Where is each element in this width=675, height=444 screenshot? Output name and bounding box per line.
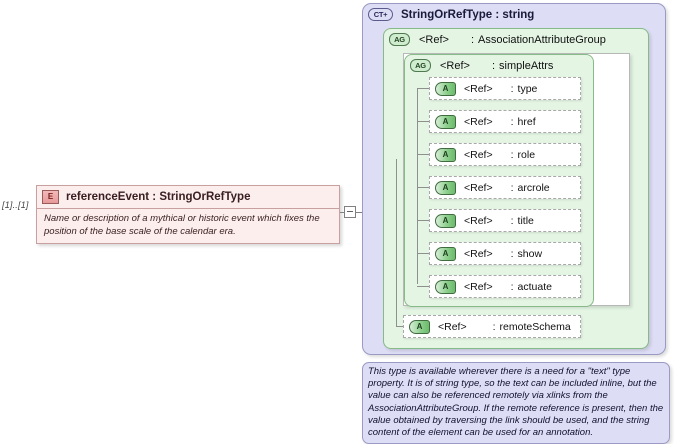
tree-branch-line — [417, 253, 429, 254]
attributegroup-ref-label: <Ref> — [440, 59, 470, 72]
attribute-separator: : — [510, 181, 514, 194]
attribute-name-href: href — [517, 115, 536, 128]
attribute-icon: A — [435, 180, 456, 195]
attribute-row-arcrole[interactable]: A <Ref> : arcrole — [429, 176, 581, 199]
tree-branch-line — [417, 88, 429, 89]
attribute-ref-label: <Ref> — [464, 247, 493, 260]
tree-branch-line — [417, 154, 429, 155]
attributegroup-header-simpleattrs: AG <Ref> : simpleAttrs — [410, 59, 553, 72]
attribute-name-role: role — [517, 148, 536, 161]
attribute-ref-label: <Ref> — [464, 181, 493, 194]
element-title: referenceEvent : StringOrRefType — [66, 191, 251, 203]
attribute-separator: : — [492, 320, 496, 333]
attribute-icon: A — [435, 213, 456, 228]
element-icon: E — [42, 190, 59, 204]
tree-trunk-line-outer — [396, 159, 397, 326]
attribute-icon: A — [435, 81, 456, 96]
type-annotation-text: This type is available wherever there is… — [362, 362, 670, 444]
attribute-icon: A — [435, 114, 456, 129]
cardinality-label: [1]..[1] — [2, 200, 29, 210]
complextype-header: CT+ StringOrRefType : string — [368, 8, 534, 21]
attribute-separator: : — [510, 214, 514, 227]
attribute-name-title: title — [517, 214, 534, 227]
complextype-title: StringOrRefType : string — [401, 8, 535, 21]
attributegroup-separator: : — [470, 33, 475, 46]
tree-branch-line-remoteschema — [396, 326, 403, 327]
attribute-name-arcrole: arcrole — [517, 181, 550, 194]
attribute-name-actuate: actuate — [517, 280, 552, 293]
attribute-ref-label: <Ref> — [464, 214, 493, 227]
tree-trunk-line — [417, 88, 418, 284]
attribute-icon: A — [409, 319, 430, 334]
attribute-separator: : — [510, 148, 514, 161]
attribute-separator: : — [510, 247, 514, 260]
attributegroup-header-association: AG <Ref> : AssociationAttributeGroup — [389, 33, 606, 46]
attribute-row-remoteschema[interactable]: A <Ref> : remoteSchema — [403, 315, 581, 338]
attributegroup-name-association: AssociationAttributeGroup — [478, 33, 606, 46]
attribute-ref-label: <Ref> — [464, 148, 493, 161]
attributegroup-separator: : — [491, 59, 496, 72]
attribute-row-actuate[interactable]: A <Ref> : actuate — [429, 275, 581, 298]
attributegroup-icon: AG — [410, 59, 431, 72]
attributegroup-panel-association[interactable]: AG <Ref> : AssociationAttributeGroup AG … — [383, 28, 649, 349]
attribute-name-type: type — [517, 82, 538, 95]
attribute-icon: A — [435, 279, 456, 294]
attribute-row-href[interactable]: A <Ref> : href — [429, 110, 581, 133]
tree-branch-line — [417, 121, 429, 122]
attribute-icon: A — [435, 147, 456, 162]
attribute-ref-label: <Ref> — [464, 280, 493, 293]
attribute-row-type[interactable]: A <Ref> : type — [429, 77, 581, 100]
attribute-name-show: show — [517, 247, 543, 260]
attributegroup-name-simpleattrs: simpleAttrs — [499, 59, 554, 72]
collapse-toggle-button[interactable] — [344, 206, 356, 218]
attribute-separator: : — [510, 280, 514, 293]
attribute-ref-label: <Ref> — [464, 82, 493, 95]
attributegroup-ref-label: <Ref> — [419, 33, 449, 46]
complextype-expand-icon[interactable]: CT+ — [368, 8, 393, 21]
connector-line-left — [340, 212, 344, 213]
attribute-icon: A — [435, 246, 456, 261]
attribute-separator: : — [510, 115, 514, 128]
attributegroup-panel-simpleattrs[interactable]: AG <Ref> : simpleAttrs A <Ref> — [404, 54, 594, 307]
attribute-row-role[interactable]: A <Ref> : role — [429, 143, 581, 166]
attributegroup-icon: AG — [389, 33, 410, 46]
attribute-ref-label: <Ref> — [464, 115, 493, 128]
tree-branch-line — [417, 220, 429, 221]
element-box-referenceEvent[interactable]: E referenceEvent : StringOrRefType Name … — [36, 185, 340, 244]
tree-branch-line — [417, 286, 429, 287]
attribute-row-title[interactable]: A <Ref> : title — [429, 209, 581, 232]
tree-branch-line — [417, 187, 429, 188]
element-description: Name or description of a mythical or his… — [44, 213, 320, 237]
attribute-name-remoteschema: remoteSchema — [499, 320, 571, 333]
attribute-row-show[interactable]: A <Ref> : show — [429, 242, 581, 265]
complextype-panel[interactable]: CT+ StringOrRefType : string AG <Ref> : … — [362, 3, 666, 355]
attribute-separator: : — [510, 82, 514, 95]
attribute-ref-label: <Ref> — [438, 320, 467, 333]
element-header: E referenceEvent : StringOrRefType — [37, 186, 339, 209]
attributegroup-container-simpleattrs: AG <Ref> : simpleAttrs A <Ref> — [403, 53, 630, 307]
